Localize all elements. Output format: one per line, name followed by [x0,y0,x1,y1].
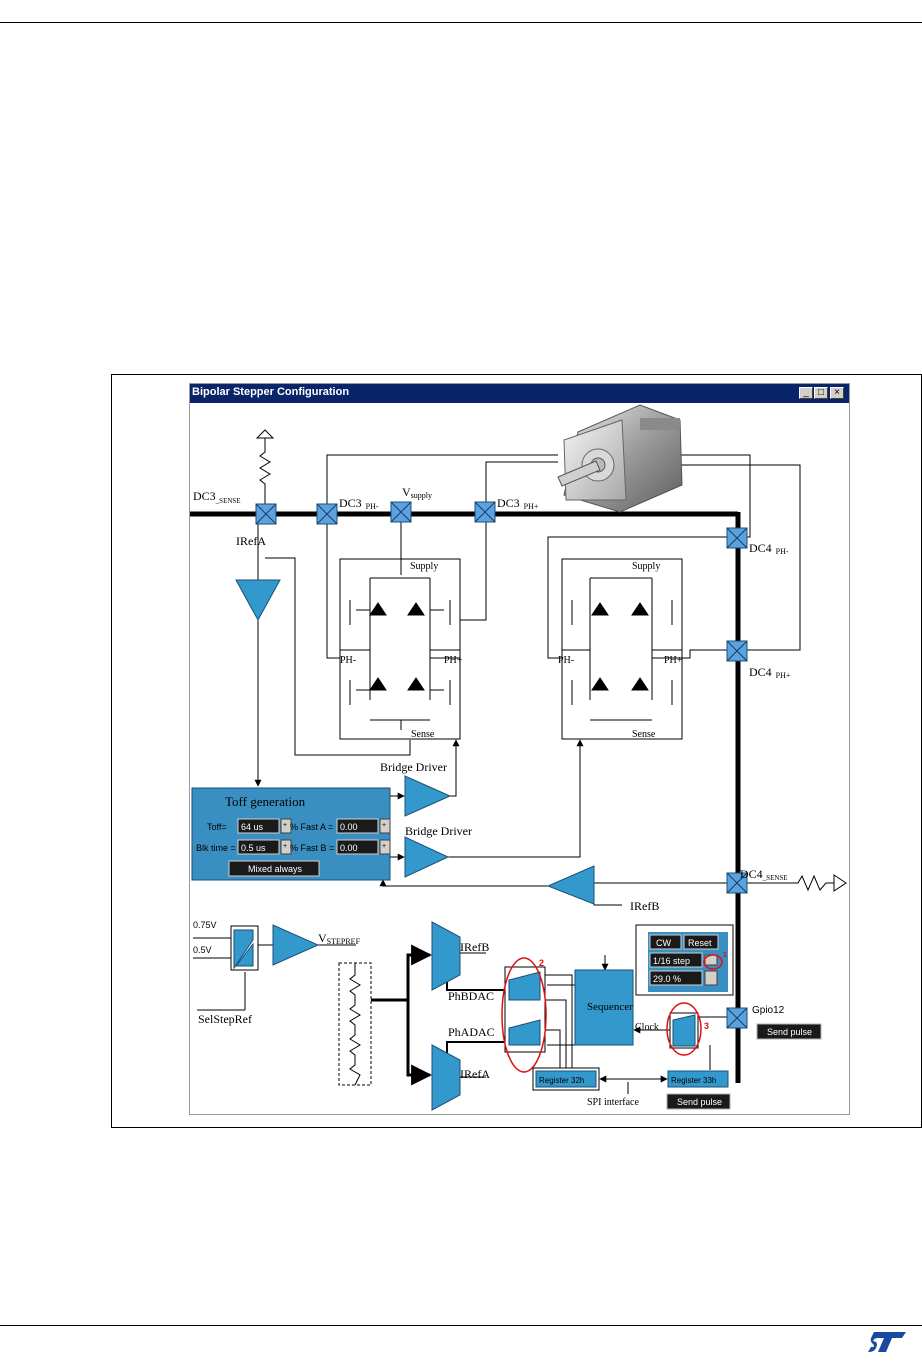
bridge-driver-2 [404,836,450,878]
pad-dc3-sense [255,503,277,525]
blk-value-field[interactable]: 0.5 us [241,843,266,853]
toff-panel-bg [191,787,391,881]
dac-irefb [431,921,461,991]
label-v05: 0.5V [193,945,212,955]
power-rails [190,511,741,1083]
send-pulse-register-button[interactable]: Send pulse [677,1097,722,1107]
minimize-button[interactable]: _ [799,387,813,399]
label-spi-interface: SPI interface [587,1097,639,1108]
comparator-a [235,579,281,622]
register-boxes [532,1067,729,1091]
fast-a-label: % Fast A = [290,822,333,832]
label-ph-minus-right: PH- [558,655,574,666]
bridge-driver-1 [404,775,452,817]
pad-gpio12 [726,1007,748,1029]
ph-dacs [501,957,547,1073]
h-bridge-right [561,558,683,740]
sense-resistor-right [738,874,847,892]
marker-3: 3 [704,1021,709,1031]
pad-dc4-sense [726,872,748,894]
toff-value-field[interactable]: 64 us [241,822,264,832]
label-v075: 0.75V [193,920,217,930]
close-button[interactable]: × [830,387,844,399]
pad-vsupply [390,501,412,523]
label-sense-left: Sense [411,729,435,740]
register-32h: Register 32h [539,1076,584,1085]
register-33h: Register 33h [671,1076,716,1085]
label-irefb-dac: IRefB [460,940,489,954]
fast-b-label: % Fast B = [290,843,334,853]
label-irefb-mid: IRefB [630,899,659,913]
step-select[interactable]: 1/16 step [653,956,690,966]
label-irefa-dac: IRefA [460,1067,490,1081]
label-bridge-driver-2: Bridge Driver [405,824,472,838]
reset-button[interactable]: Reset [688,938,712,948]
fast-a-spin-up[interactable]: + [382,822,386,829]
amplifiers [235,579,595,966]
label-bridge-driver-1: Bridge Driver [380,760,447,774]
pad-dc4-ph-minus [726,527,748,549]
selstepref-mux [230,925,259,971]
label-selstepref: SelStepRef [198,1012,252,1026]
sense-resistor-top [255,429,275,514]
comparator-b [546,865,595,905]
label-supply-right: Supply [632,561,660,572]
page-bottom-rule [0,1325,922,1326]
label-irefa-top: IRefA [236,534,266,548]
h-bridge-left [339,558,461,740]
toff-label: Toff= [207,822,227,832]
stepper-motor-image [557,404,683,513]
pad-dc3-ph-plus [474,501,496,523]
label-supply-left: Supply [410,561,438,572]
resistor-ladder [338,962,372,1086]
dac-irefa [431,1044,461,1111]
sequencer-block [574,969,634,1046]
fast-b-value-field[interactable]: 0.00 [340,843,358,853]
fast-b-spin-up[interactable]: + [382,843,386,850]
vstepref-buffer [272,924,320,966]
mixed-mode-button[interactable]: Mixed always [248,864,303,874]
wires [193,454,801,1094]
send-pulse-gpio-button[interactable]: Send pulse [767,1027,812,1037]
label-ph-minus-left: PH- [340,655,356,666]
page-top-rule [0,22,922,23]
marker-2: 2 [539,958,544,968]
sequencer-label: Sequencer [587,1001,633,1013]
label-phbdac: PhBDAC [448,989,494,1003]
connection-pads [255,501,748,1029]
blk-label: Blk time = [196,843,236,853]
fast-a-value-field[interactable]: 0.00 [340,822,358,832]
label-clock: Clock [635,1022,659,1033]
marker-1: 1 [723,952,727,959]
clock-block [666,1002,702,1056]
dacs [431,921,461,1111]
label-gpio12: Gpio12 [752,1005,785,1016]
st-logo [868,1332,906,1352]
blk-spin-up[interactable]: + [283,843,287,850]
window-title: Bipolar Stepper Configuration [192,386,350,398]
toff-spin-up[interactable]: + [283,822,287,829]
label-vstepref: VSTEPREF [318,931,361,946]
pad-dc4-ph-plus [726,640,748,662]
label-phadac: PhADAC [448,1025,495,1039]
label-dc4-sense: DC4_SENSE [740,867,788,882]
send-pulse-boxes [666,1023,822,1110]
label-vsupply: Vsupply [402,485,432,500]
maximize-button[interactable]: □ [814,387,828,399]
toff-panel-title: Toff generation [225,794,306,809]
pad-dc3-ph-minus [316,503,338,525]
label-ph-plus-right: PH+ [664,655,683,666]
duty-field[interactable]: 29.0 % [653,974,681,984]
label-sense-right: Sense [632,729,656,740]
seq-panel [635,924,734,996]
label-ph-plus-left: PH+ [444,655,463,666]
cw-button[interactable]: CW [656,938,671,948]
label-dc3-sense: DC3_SENSE [193,489,241,505]
window-titlebar: Bipolar Stepper Configuration _ □ × [190,384,849,403]
